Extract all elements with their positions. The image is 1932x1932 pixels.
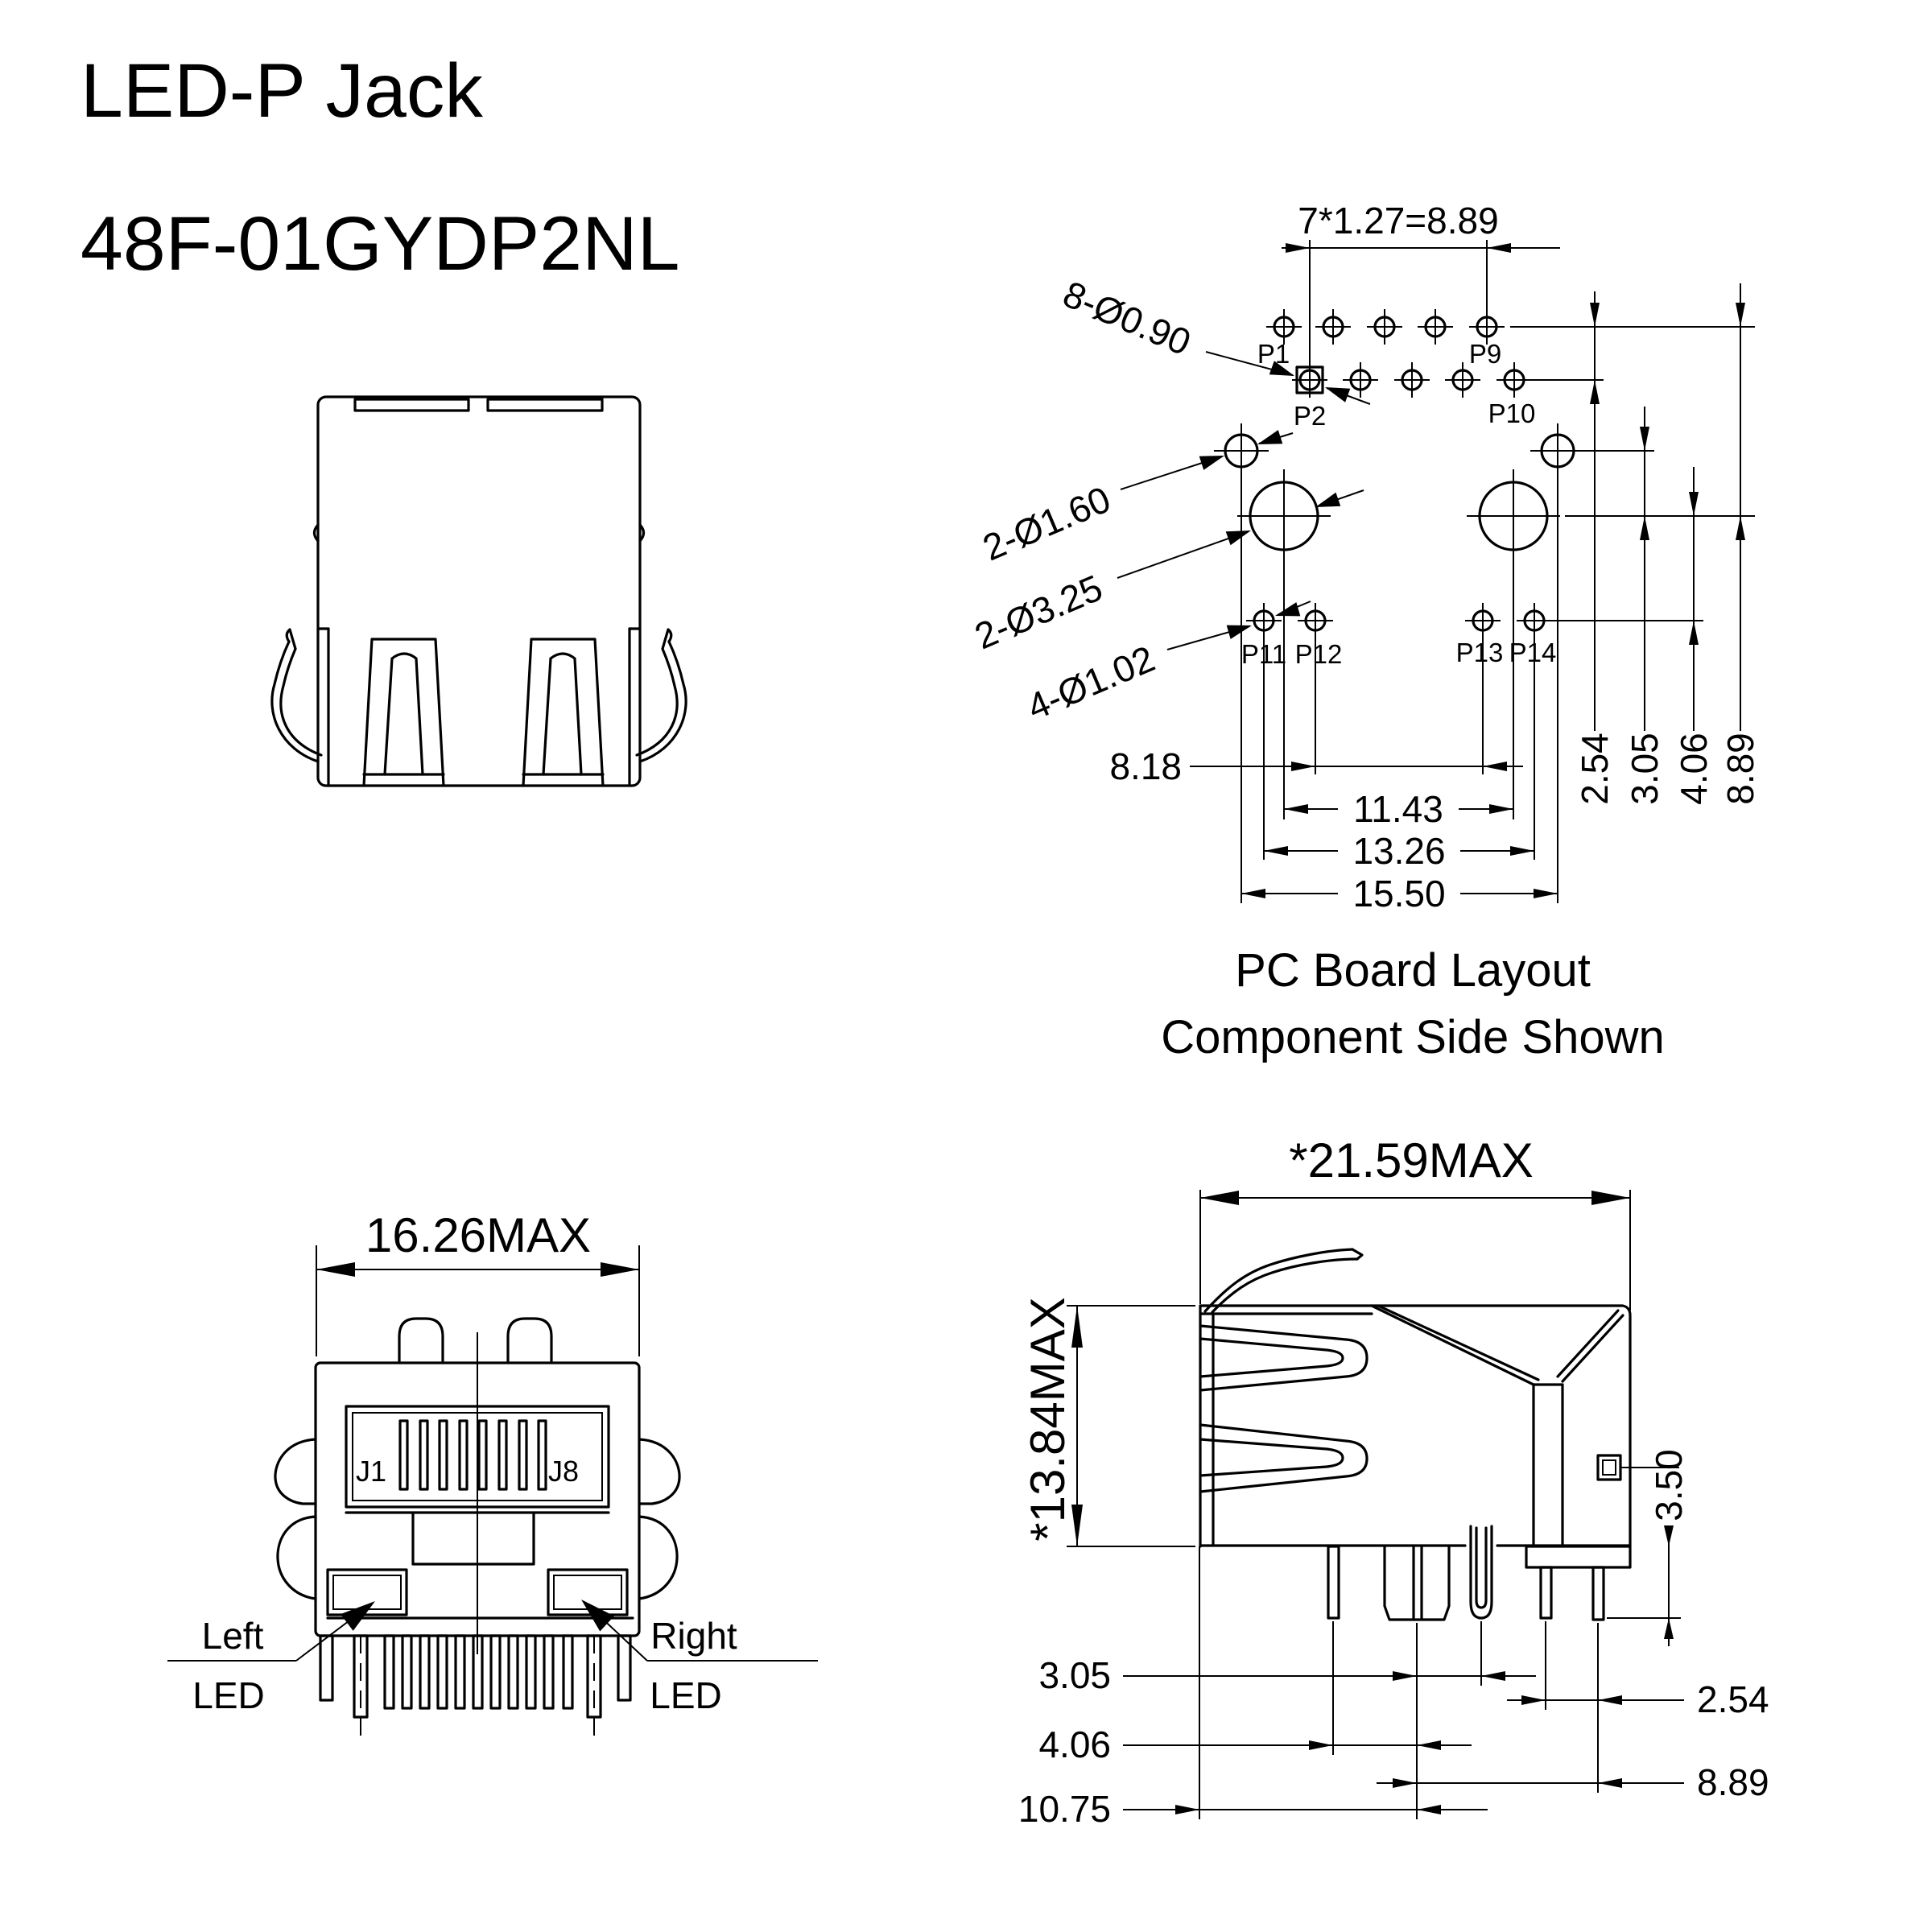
dim-15-50: 15.50 <box>1352 873 1445 914</box>
pcb-post-holes <box>1237 469 1560 563</box>
label-j1: J1 <box>356 1455 386 1488</box>
pcb-caption-line2: Component Side Shown <box>1161 1011 1665 1063</box>
callout-led-holes: 2-Ø1.60 <box>976 478 1116 569</box>
callout-led-pin-holes: 4-Ø1.02 <box>1021 638 1160 729</box>
dim-v-2-54: 2.54 <box>1574 733 1616 805</box>
side-dim-height: *13.84MAX <box>1021 1297 1195 1547</box>
left-led-label-line1: Left <box>202 1615 264 1657</box>
side-emi-spring <box>1203 1248 1364 1314</box>
side-body <box>1199 1304 1632 1548</box>
dim-21-59: *21.59MAX <box>1289 1133 1534 1187</box>
dim-side-2-54: 2.54 <box>1697 1678 1769 1720</box>
side-led-feature <box>1596 1454 1679 1481</box>
left-led-label-line2: LED <box>192 1674 264 1716</box>
dim-v-3-05: 3.05 <box>1624 733 1666 805</box>
dim-side-8-89: 8.89 <box>1697 1761 1769 1803</box>
label-p13: P13 <box>1456 638 1504 667</box>
label-p9: P9 <box>1469 339 1501 369</box>
side-latch-fingers <box>1199 1324 1368 1493</box>
part-number: 48F-01GYDP2NL <box>80 201 680 287</box>
callout-signal-holes: 8-Ø0.90 <box>1057 273 1196 364</box>
front-led-labels: Left LED Right LED <box>167 1600 818 1716</box>
dim-v-4-06: 4.06 <box>1673 733 1715 805</box>
pcb-pin-labels: P1 P9 P2 P10 P11 P12 P13 P14 <box>1241 339 1557 669</box>
side-pin-d <box>1539 1566 1553 1620</box>
pcb-pin-holes-row2 <box>1292 362 1532 398</box>
side-pin-a <box>1327 1545 1340 1620</box>
dim-13-84: *13.84MAX <box>1021 1297 1075 1542</box>
side-pin-boardlock <box>1469 1525 1493 1620</box>
dim-pitch-text: 7*1.27=8.89 <box>1298 200 1498 242</box>
side-pin-e <box>1591 1566 1605 1621</box>
side-dim-pin-length: 3.50 <box>1607 1449 1690 1646</box>
dim-v-8-89: 8.89 <box>1719 733 1761 805</box>
pin-shoulder-boss <box>1525 1545 1632 1569</box>
front-view: 16.26MAX <box>167 1208 818 1739</box>
top-view-emi-springs <box>270 628 687 763</box>
label-p12: P12 <box>1295 639 1343 669</box>
dim-side-10-75: 10.75 <box>1018 1788 1111 1830</box>
side-pins <box>1327 1525 1632 1621</box>
front-dim-width: 16.26MAX <box>316 1208 640 1356</box>
dim-side-3-05: 3.05 <box>1038 1654 1111 1696</box>
pcb-led-holes <box>1214 423 1585 478</box>
dim-3-50: 3.50 <box>1648 1449 1690 1521</box>
pcb-dim-pitch: 7*1.27=8.89 <box>1282 200 1560 364</box>
pcb-caption: PC Board Layout Component Side Shown <box>1161 944 1665 1063</box>
side-dim-width: *21.59MAX <box>1199 1133 1631 1311</box>
top-view-body <box>312 395 646 787</box>
front-contacts <box>398 1419 547 1491</box>
pcb-caption-line1: PC Board Layout <box>1235 944 1591 997</box>
pcb-pin-holes-row1 <box>1266 309 1505 345</box>
front-cavity: J1 J8 <box>326 1405 634 1620</box>
dim-8-18: 8.18 <box>1109 745 1182 787</box>
side-view: *21.59MAX *13.84MAX <box>1018 1133 1769 1830</box>
title-block: LED-P Jack 48F-01GYDP2NL <box>80 48 680 287</box>
pcb-dims-vertical: 2.54 3.05 4.06 8.89 <box>1510 283 1761 805</box>
pcb-dims-horizontal: 8.18 11.43 13.26 15.50 <box>1109 469 1558 914</box>
label-p2: P2 <box>1294 401 1326 431</box>
side-dims-bottom: 3.05 2.54 4.06 8.89 10.75 <box>1018 1546 1769 1830</box>
dim-11-43: 11.43 <box>1353 788 1443 830</box>
label-p14: P14 <box>1509 638 1557 667</box>
right-led-window <box>547 1568 629 1616</box>
pcb-layout: P1 P9 P2 P10 P11 P12 P13 P14 7*1.27=8.89… <box>968 200 1761 1063</box>
pcb-led-pin-holes <box>1246 603 1552 638</box>
top-view-latch-prongs <box>362 638 605 787</box>
product-title: LED-P Jack <box>80 48 483 134</box>
label-p10: P10 <box>1488 398 1536 428</box>
callout-post-holes: 2-Ø3.25 <box>968 567 1108 658</box>
right-led-label-line2: LED <box>650 1674 721 1716</box>
front-side-wings <box>274 1438 681 1600</box>
dim-side-4-06: 4.06 <box>1038 1724 1111 1765</box>
right-led-label-line1: Right <box>650 1615 737 1657</box>
dim-16-26: 16.26MAX <box>365 1208 591 1262</box>
label-j8: J8 <box>548 1455 579 1488</box>
top-view <box>270 395 687 787</box>
front-solder-tails <box>319 1634 632 1739</box>
left-led-window <box>326 1568 408 1616</box>
side-pin-b <box>1383 1545 1451 1621</box>
dim-13-26: 13.26 <box>1352 830 1445 872</box>
